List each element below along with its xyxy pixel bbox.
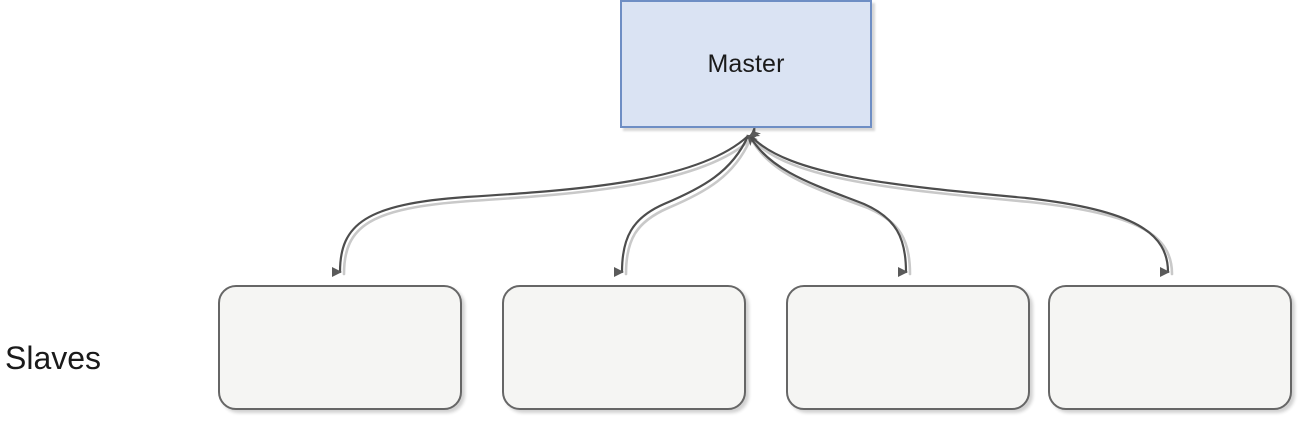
edge-master-slave-4 [749,126,1170,278]
slave-node-3[interactable] [786,285,1030,410]
slave-node-4[interactable] [1048,285,1292,410]
slave-node-1[interactable] [218,285,462,410]
edge-master-slave-2 [613,134,759,277]
slaves-group-label: Slaves [5,340,102,376]
edge-highlight-group [342,138,1174,276]
edge-stroke-group [331,126,1170,278]
slave-node-2[interactable] [502,285,746,410]
master-node[interactable]: Master [620,0,872,128]
edge-master-slave-1 [331,134,758,277]
edge-master-slave-3 [748,127,908,278]
master-node-label: Master [707,49,785,78]
